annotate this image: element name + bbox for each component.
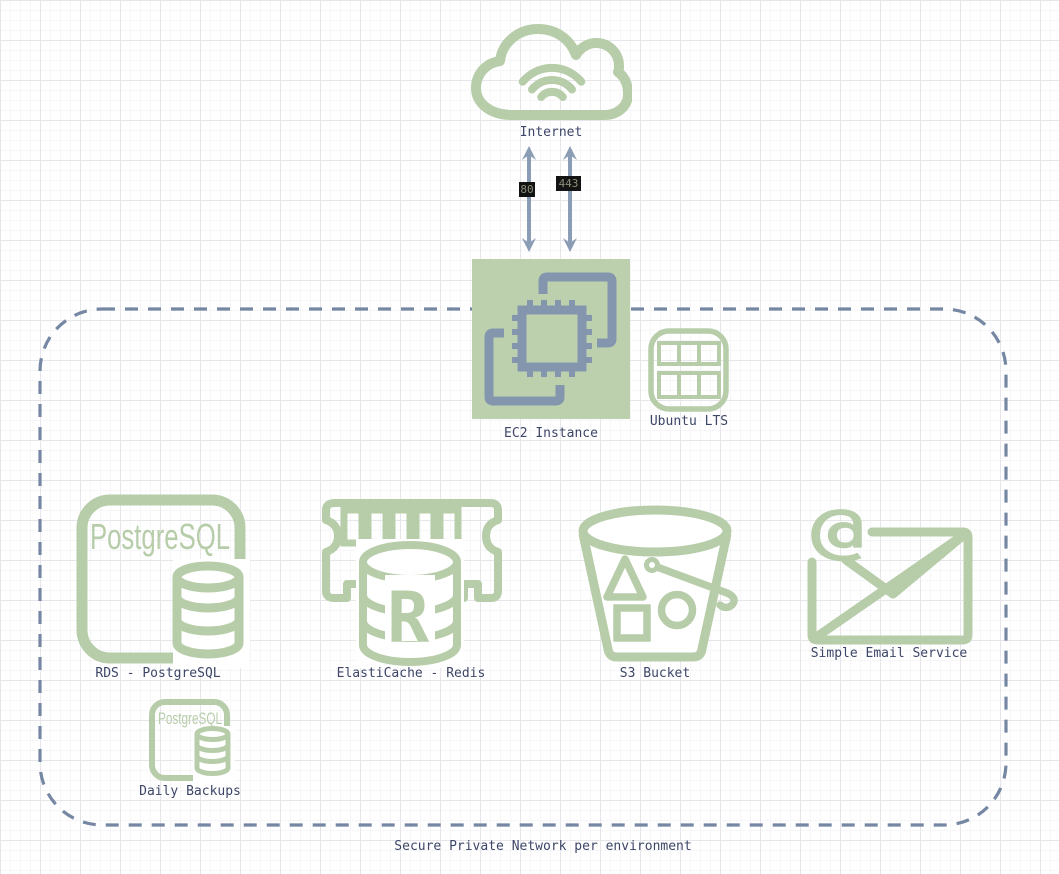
at-sign-icon: @ [811, 494, 865, 567]
postgresql-logo-text-small: PostgreSQL [158, 709, 222, 728]
cpu-chip-icon [484, 272, 617, 406]
envelope-icon [807, 527, 973, 645]
ubuntu-lts-icon [648, 328, 729, 412]
https-arrow-icon [563, 146, 577, 252]
connection-arrows [522, 146, 577, 252]
port-443-label: 443 [556, 176, 581, 191]
http-arrow-icon [522, 146, 536, 252]
redis-database-icon: R [359, 541, 461, 666]
circle-object-icon [657, 590, 697, 630]
ses-label: Simple Email Service [810, 646, 968, 661]
s3-label: S3 Bucket [619, 666, 691, 681]
elasticache-label: ElastiCache - Redis [336, 666, 486, 681]
daily-backups-label: Daily Backups [139, 784, 241, 799]
rds-postgresql-icon: PostgreSQL [76, 494, 250, 668]
database-cylinder-icon [172, 561, 244, 659]
bucket-handle-icon [644, 557, 738, 612]
rds-label: RDS - PostgreSQL [95, 666, 221, 681]
postgresql-logo-text: PostgreSQL [90, 516, 230, 557]
elasticache-redis-icon: R [322, 499, 502, 668]
private-network-label: Secure Private Network per environment [394, 839, 692, 854]
daily-backups-icon: PostgreSQL [149, 699, 235, 788]
port-80-label: 80 [519, 182, 535, 197]
ubuntu-label: Ubuntu LTS [649, 414, 729, 429]
wifi-icon [518, 63, 586, 101]
backup-database-cylinder-icon [194, 726, 231, 776]
ses-email-icon: @ [807, 494, 973, 645]
triangle-object-icon [603, 555, 647, 601]
ec2-label: EC2 Instance [504, 426, 598, 441]
square-object-icon [613, 604, 651, 642]
ec2-instance-icon [472, 259, 630, 419]
internet-cloud-icon [471, 24, 632, 120]
internet-label: Internet [519, 125, 583, 140]
s3-bucket-icon [578, 505, 738, 662]
redis-letter: R [387, 577, 430, 659]
